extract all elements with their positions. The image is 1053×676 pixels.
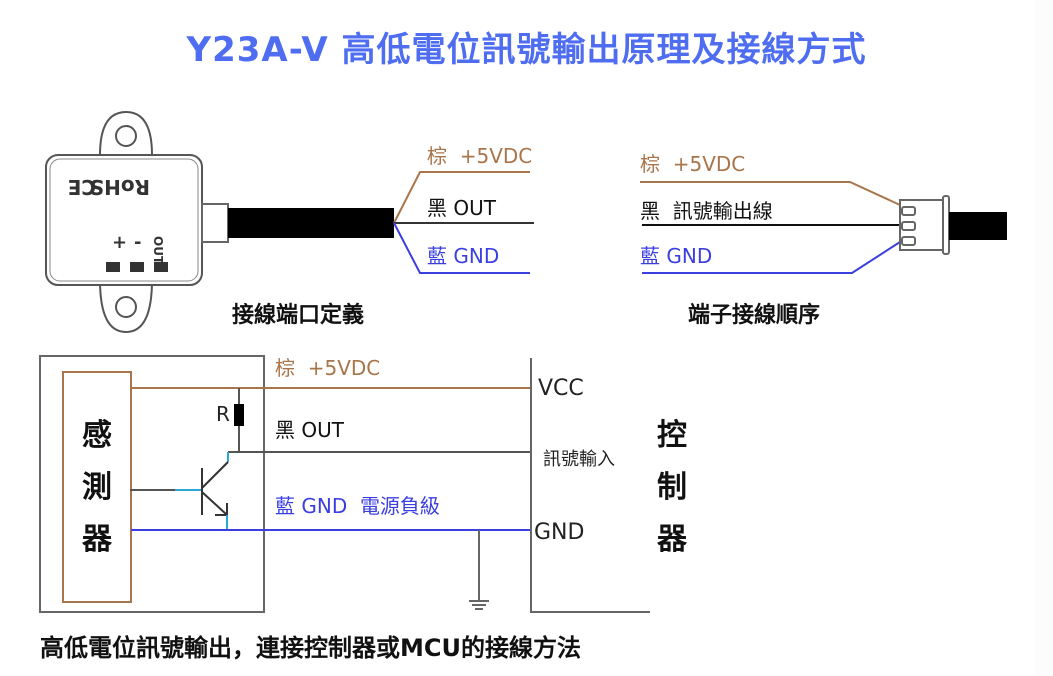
- pin-out: OUT: [151, 236, 165, 265]
- module-body-inner: [49, 158, 199, 282]
- connector-wire-brown-label: 棕 +5VDC: [640, 152, 746, 176]
- mounting-ear-bottom: [99, 279, 153, 334]
- module-wire-black-label: 黑 OUT: [427, 196, 496, 220]
- schematic-wire-blue-label: 藍 GND 電源負級: [275, 494, 440, 518]
- connector-wire-black-label: 黑 訊號輸出線: [640, 199, 773, 223]
- connector-pin-2: [901, 221, 916, 231]
- controller-pin-signal-input: 訊號輸入: [543, 449, 615, 470]
- schematic-wire-brown-label: 棕 +5VDC: [275, 356, 381, 380]
- controller-pin-gnd: GND: [534, 520, 585, 545]
- resistor-label: R: [216, 402, 230, 426]
- sensor-cable: [228, 208, 394, 238]
- transistor-emitter: [201, 491, 227, 515]
- module-markings: RoHS CE + - OUT: [68, 175, 168, 272]
- transistor-collector: [201, 461, 229, 489]
- wire-blue-module: [393, 222, 530, 274]
- wire-brown-connector: [640, 181, 901, 206]
- pin-plus: +: [112, 232, 127, 253]
- module-caption: 接線端口定義: [232, 303, 365, 328]
- connector-flange: [942, 195, 950, 255]
- controller-label: 控 制 器: [657, 418, 687, 557]
- mount-hole-top: [115, 125, 137, 147]
- pin-legend-3: [154, 262, 168, 272]
- sensor-label: 感 測 器: [82, 418, 112, 557]
- background-shade: [1035, 0, 1053, 676]
- controller-outline: [530, 358, 650, 613]
- connector-cable: [949, 212, 1007, 240]
- module-wire-brown-label: 棕 +5VDC: [427, 144, 533, 168]
- mounting-ear-top: [99, 110, 153, 156]
- module-wire-blue-label: 藍 GND: [427, 244, 500, 268]
- sensor-enclosure: [39, 355, 265, 613]
- wire-brown-module: [393, 171, 530, 224]
- sensor-module: [45, 110, 229, 334]
- sensor-block: [62, 371, 132, 603]
- wire-blue-connector: [642, 241, 901, 274]
- connector-pin-3: [901, 236, 916, 246]
- schematic-wire-black-label: 黑 OUT: [275, 418, 344, 442]
- module-body: [45, 154, 203, 286]
- footer-caption: 高低電位訊號輸出，連接控制器或MCU的接線方法: [40, 634, 581, 662]
- ce-mark: CE: [68, 175, 96, 199]
- connector-caption: 端子接線順序: [688, 303, 821, 328]
- cable-gland: [201, 203, 229, 243]
- connector-wire-blue-label: 藍 GND: [640, 244, 713, 268]
- rohs-mark: RoHS: [90, 175, 150, 199]
- pin-legend-1: [106, 262, 120, 272]
- resistor-body: [234, 404, 244, 426]
- pin-legend-2: [130, 262, 144, 272]
- pin-minus: -: [134, 232, 141, 253]
- connector-pin-1: [901, 206, 916, 216]
- page-title: Y23A-V 高低電位訊號輸出原理及接線方式: [186, 30, 867, 70]
- mount-hole-bottom: [115, 296, 137, 318]
- jst-connector: [899, 195, 950, 255]
- controller-pin-vcc: VCC: [538, 376, 584, 401]
